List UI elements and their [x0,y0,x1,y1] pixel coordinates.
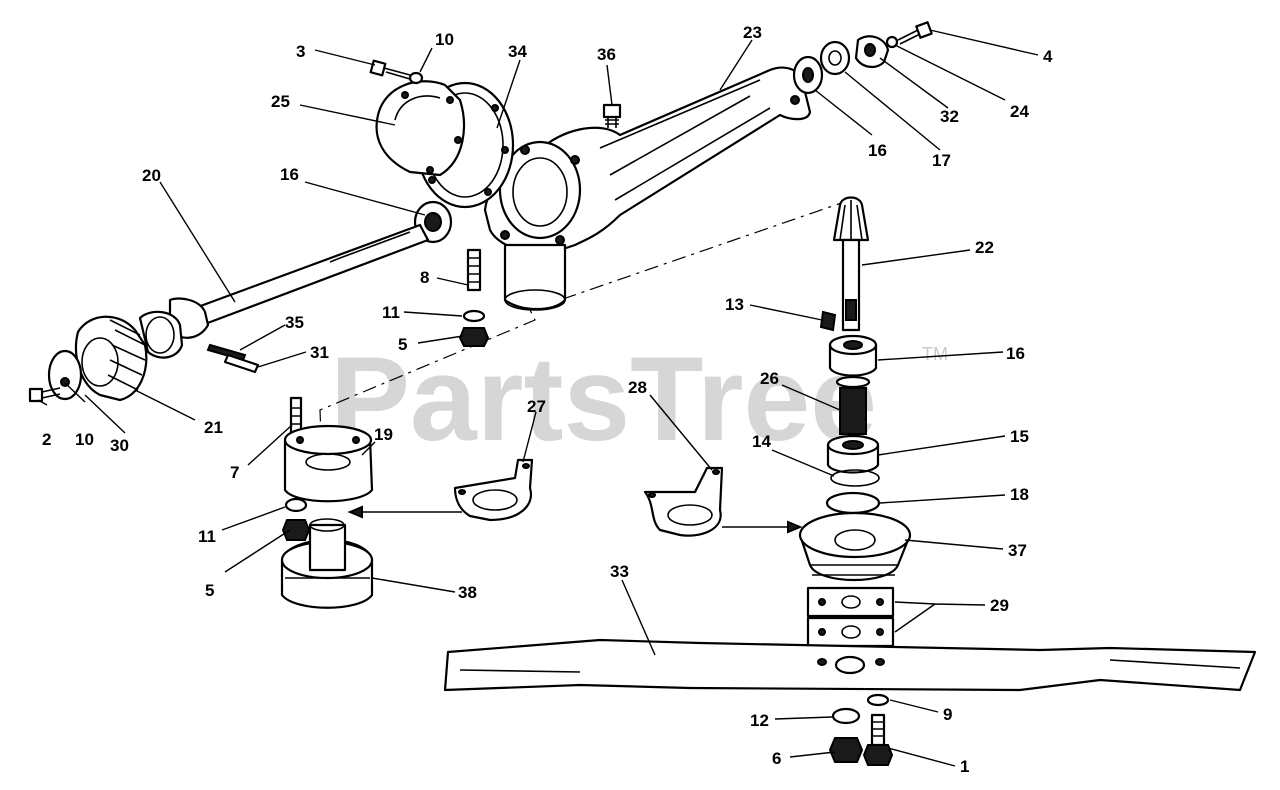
callout-1: 1 [960,757,969,776]
lower-nut [281,519,311,541]
callout-28: 28 [628,378,647,397]
callout-7: 7 [230,463,239,482]
right-bracket [643,466,724,537]
blade-washer-large [831,707,861,725]
callout-25: 25 [271,92,290,111]
callout-4: 4 [1043,47,1053,66]
mower-blade [443,638,1257,692]
callout-35: 35 [285,313,304,332]
leader-lines [37,29,1039,767]
callout-20: 20 [142,166,161,185]
assembly-arrows [347,505,803,534]
gearbox-cover [375,80,466,177]
callout-32: 32 [940,107,959,126]
spindle-seal [825,491,881,515]
callout-22: 22 [975,238,994,257]
callout-17: 17 [932,151,951,170]
callout-16-right: 16 [1006,344,1025,363]
gearbox-housing [483,66,812,311]
watermark-trademark: TM [922,344,948,364]
callout-16-left: 16 [280,165,299,184]
assembly-path-drive [319,199,851,466]
stud-washer [462,309,486,323]
callout-11-upper: 11 [382,303,400,322]
input-shaft [138,223,430,359]
callout-12: 12 [750,711,769,730]
callout-21: 21 [204,418,223,437]
callout-5-upper: 5 [398,335,407,354]
callouts: 1 2 3 4 5 5 6 7 8 9 10 10 11 11 12 13 14… [42,23,1053,776]
driven-pulley [280,518,374,609]
callout-13: 13 [725,295,744,314]
callout-10-top: 10 [435,30,454,49]
watermark-logo: PartsTree [330,332,877,466]
pinion-key [819,310,837,332]
shear-key [223,353,260,374]
spindle-spacer-tube [835,375,871,435]
blade-nut [828,737,864,763]
callout-16-top: 16 [868,141,887,160]
callout-14: 14 [752,432,771,451]
retaining-ring [830,469,880,487]
gear-retainer-plate [47,349,83,401]
callout-36: 36 [597,45,616,64]
blade-adapter-plates [806,586,895,648]
vent-plug [602,103,622,128]
callout-29: 29 [990,596,1009,615]
callout-19: 19 [374,425,393,444]
retainer-screw [28,387,61,403]
spindle-upper-bearing [828,334,878,377]
blade-bolt [862,713,894,766]
callout-5-lower: 5 [205,581,214,600]
callout-27: 27 [527,397,546,416]
callout-26: 26 [760,369,779,388]
callout-30: 30 [110,436,129,455]
callout-10-left: 10 [75,430,94,449]
callout-6: 6 [772,749,781,768]
stud-nut [458,327,490,347]
callout-24: 24 [1010,102,1029,121]
callout-9: 9 [943,705,952,724]
callout-37: 37 [1008,541,1027,560]
callout-8: 8 [420,268,429,287]
callout-31: 31 [310,343,329,362]
left-bracket [453,458,534,522]
callout-3: 3 [296,42,305,61]
callout-11-lower: 11 [198,527,216,546]
callout-18: 18 [1010,485,1029,504]
callout-23: 23 [743,23,762,42]
callout-34: 34 [508,42,527,61]
callout-2: 2 [42,430,51,449]
cover-washer [408,71,424,85]
housing-stud [466,248,482,292]
spindle-spacer [283,424,374,503]
blade-washer-small [866,693,890,707]
output-bearing-group [792,21,933,95]
bevel-gear [74,315,148,402]
pinion-shaft [832,196,870,332]
spindle-lower-bearing [826,434,880,474]
cover-screw [369,59,411,80]
callout-33: 33 [610,562,629,581]
callout-15: 15 [1010,427,1029,446]
spindle-pulley [798,511,912,581]
lower-washer [284,497,308,513]
callout-38: 38 [458,583,477,602]
